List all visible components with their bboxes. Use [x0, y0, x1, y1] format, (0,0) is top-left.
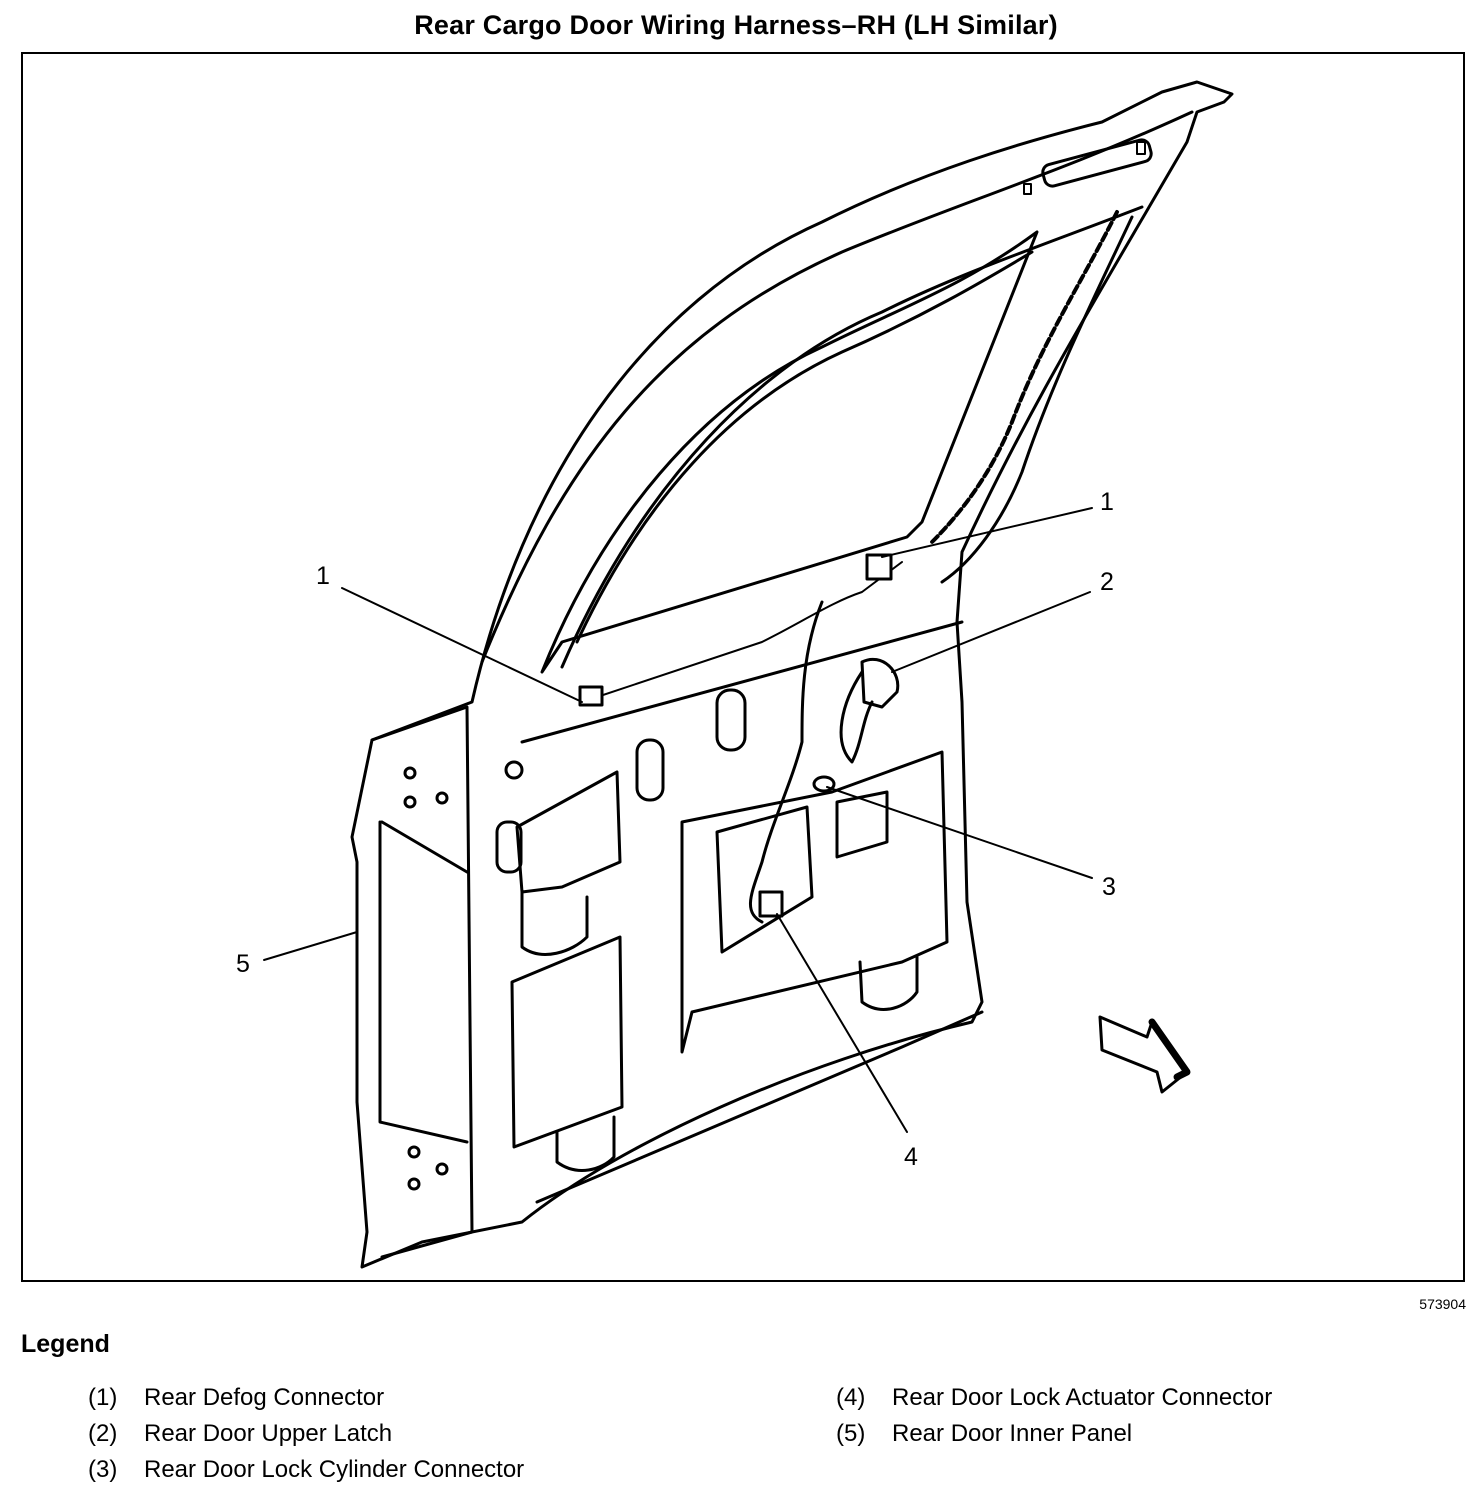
hole — [403, 795, 417, 809]
upper-latch — [860, 657, 900, 709]
front-arrow-shade — [1148, 1018, 1191, 1081]
panel-left-diag — [380, 820, 469, 874]
legend-number: (5) — [836, 1420, 866, 1447]
panel-left-vertical — [378, 820, 469, 1144]
leader-4 — [776, 913, 908, 1133]
legend-number: (1) — [88, 1384, 118, 1411]
callout-5: 5 — [236, 950, 250, 978]
hole — [403, 766, 417, 780]
belt-line — [520, 620, 964, 744]
right-recess-inner — [835, 790, 889, 859]
callout-1-left: 1 — [316, 562, 330, 590]
latch-wire — [839, 670, 874, 764]
wire-harness-pillar — [930, 210, 1119, 544]
callout-4: 4 — [904, 1143, 918, 1171]
legend-item: (4) Rear Door Lock Actuator Connector — [836, 1380, 1272, 1416]
door-illustration: 1 1 2 3 4 5 — [236, 80, 1234, 1269]
rail-slot — [1041, 138, 1153, 188]
diagram-frame: 1 1 2 3 4 5 — [21, 52, 1465, 1282]
legend-number: (3) — [88, 1456, 118, 1483]
legend-label: Rear Door Lock Cylinder Connector — [144, 1456, 525, 1483]
figure-number: 573904 — [1419, 1296, 1466, 1312]
legend-label: Rear Door Lock Actuator Connector — [892, 1384, 1273, 1411]
door-outer-outline — [350, 80, 1234, 1269]
hook-bottom — [555, 1115, 616, 1172]
hole — [435, 791, 449, 805]
leader-2 — [891, 591, 1091, 673]
legend-heading: Legend — [21, 1330, 110, 1358]
front-arrow-icon — [1098, 1015, 1189, 1094]
callout-2: 2 — [1100, 568, 1114, 596]
panel-left-flange — [370, 705, 474, 1259]
wire-harness-belt — [581, 561, 903, 703]
leader-1-right — [881, 507, 1093, 558]
hook-right — [858, 955, 919, 1011]
center-recess-inner — [715, 805, 814, 954]
legend-number: (4) — [836, 1384, 866, 1411]
connector-defog-right — [865, 553, 893, 581]
connector-lock-cylinder — [812, 775, 836, 793]
callout-3: 3 — [1102, 873, 1116, 901]
connector-actuator — [758, 890, 784, 918]
hole — [407, 1177, 421, 1191]
connector-defog-left — [578, 685, 604, 707]
legend-item: (1) Rear Defog Connector — [88, 1380, 524, 1416]
legend-label: Rear Defog Connector — [144, 1384, 385, 1411]
legend-item: (5) Rear Door Inner Panel — [836, 1416, 1272, 1452]
rail-hole-2 — [1023, 183, 1032, 195]
cutout-lower-left — [510, 935, 624, 1149]
legend-column-left: (1) Rear Defog Connector (2) Rear Door U… — [88, 1380, 524, 1488]
hook-left — [520, 890, 589, 956]
legend-label: Rear Door Upper Latch — [144, 1420, 393, 1447]
top-rail — [480, 110, 1194, 664]
legend-label: Rear Door Inner Panel — [892, 1420, 1133, 1447]
cutout-upper-left — [515, 770, 622, 894]
leader-5 — [263, 931, 358, 961]
legend-item: (3) Rear Door Lock Cylinder Connector — [88, 1452, 524, 1488]
callout-1-right: 1 — [1100, 488, 1114, 516]
diagram-title: Rear Cargo Door Wiring Harness–RH (LH Si… — [414, 10, 1058, 40]
oval-slot-2 — [715, 688, 747, 752]
legend-item: (2) Rear Door Upper Latch — [88, 1416, 524, 1452]
window-opening — [540, 230, 1039, 674]
leader-3 — [826, 786, 1093, 879]
oval-slot-1 — [635, 738, 665, 802]
leader-1-left — [341, 587, 583, 703]
pillar-edge — [940, 215, 1134, 584]
wire-harness-vertical — [748, 600, 824, 924]
hole — [407, 1145, 421, 1159]
hole — [435, 1162, 449, 1176]
rail-hole-1 — [1136, 141, 1146, 155]
legend-number: (2) — [88, 1420, 118, 1447]
round-hole — [504, 760, 524, 780]
center-recess — [680, 750, 949, 1054]
top-rail-inner — [560, 205, 1144, 669]
window-inner — [575, 250, 1034, 644]
oval-slot-3 — [495, 820, 523, 874]
legend-column-right: (4) Rear Door Lock Actuator Connector (5… — [836, 1380, 1272, 1452]
panel-bottom-edge — [535, 1010, 984, 1204]
